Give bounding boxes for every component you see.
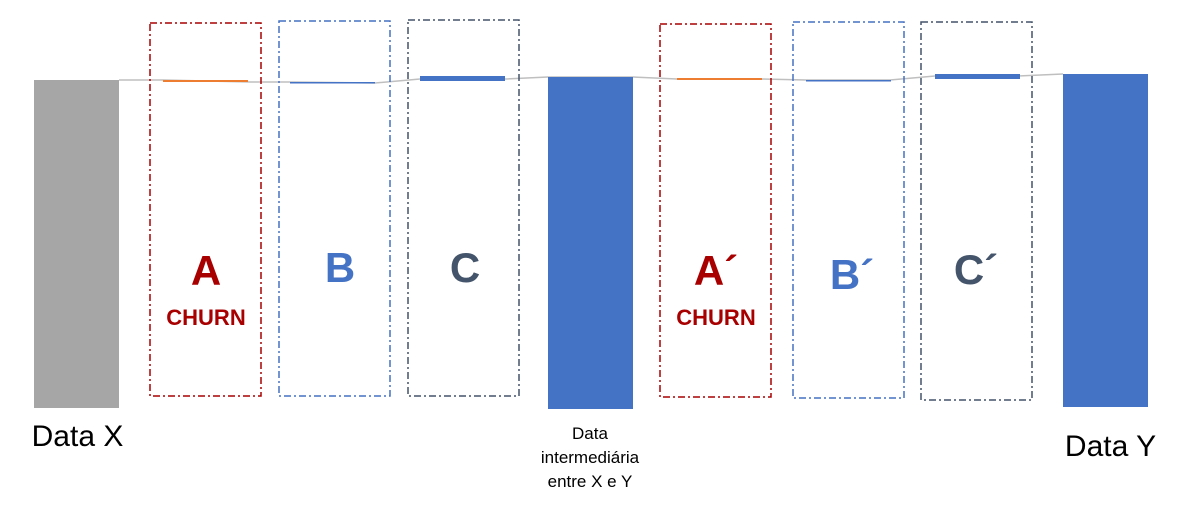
group-box-c xyxy=(407,19,520,397)
step-segment-a xyxy=(163,80,248,82)
step-segment-c xyxy=(420,76,505,81)
end-bar-label: Data Y xyxy=(1064,430,1157,463)
step-segment-b xyxy=(290,82,375,84)
intermediate-bar xyxy=(548,77,633,409)
start-bar-label: Data X xyxy=(31,420,124,453)
step-segment-a-prime xyxy=(677,78,762,80)
group-box-b xyxy=(278,20,391,397)
group-box-a xyxy=(149,22,262,397)
group-box-b-prime xyxy=(792,21,905,399)
group-sublabel-a: CHURN xyxy=(166,305,245,330)
group-box-a-prime xyxy=(659,23,772,398)
start-bar xyxy=(34,80,119,408)
intermediate-bar-label-line-3: entre X e Y xyxy=(547,472,633,491)
intermediate-bar-label-line-2: intermediária xyxy=(540,448,640,467)
group-letter-c-prime: C´ xyxy=(954,246,998,293)
group-letter-b: B xyxy=(325,244,355,291)
step-segment-c-prime xyxy=(935,74,1020,79)
intermediate-bar-label: Data intermediária entre X e Y xyxy=(500,422,680,494)
group-letter-b-prime: B´ xyxy=(830,251,874,298)
group-letter-c: C xyxy=(450,244,480,291)
group-letter-a-prime: A´ xyxy=(694,247,738,294)
end-bar xyxy=(1063,74,1148,407)
step-segment-b-prime xyxy=(806,80,891,82)
intermediate-bar-label-line-1: Data xyxy=(572,424,608,443)
group-box-c-prime xyxy=(920,21,1033,401)
group-letter-a: A xyxy=(191,247,221,294)
group-sublabel-a-prime: CHURN xyxy=(676,305,755,330)
